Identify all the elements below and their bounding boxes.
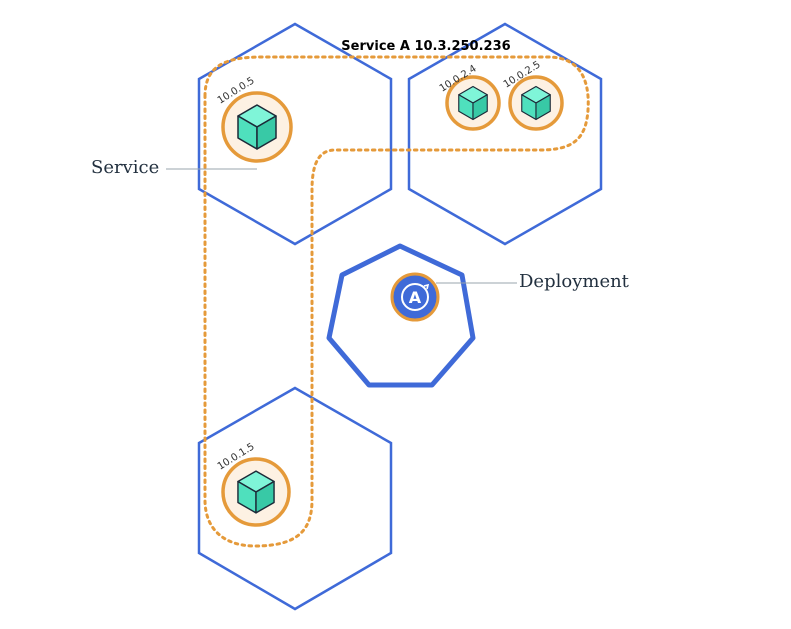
pod-10-0-2-5: 10.0.2.5	[502, 59, 564, 131]
service-label: Service	[91, 157, 159, 178]
node-top-right	[407, 22, 603, 246]
node-top-left	[197, 22, 393, 246]
deployment-heptagon	[326, 243, 476, 388]
pod-10-0-0-5: 10.0.0.5	[216, 75, 293, 163]
service-boundary	[203, 55, 590, 548]
pod-10-0-2-4: 10.0.2.4	[438, 63, 501, 131]
service-header: Service A 10.3.250.236	[341, 39, 510, 54]
deployment-label: Deployment	[519, 271, 630, 292]
pod-10-0-1-5: 10.0.1.5	[216, 441, 291, 527]
node-bottom-left	[197, 386, 393, 611]
deployment-icon-letter: A	[409, 288, 422, 307]
deployment-icon: A	[390, 272, 440, 322]
